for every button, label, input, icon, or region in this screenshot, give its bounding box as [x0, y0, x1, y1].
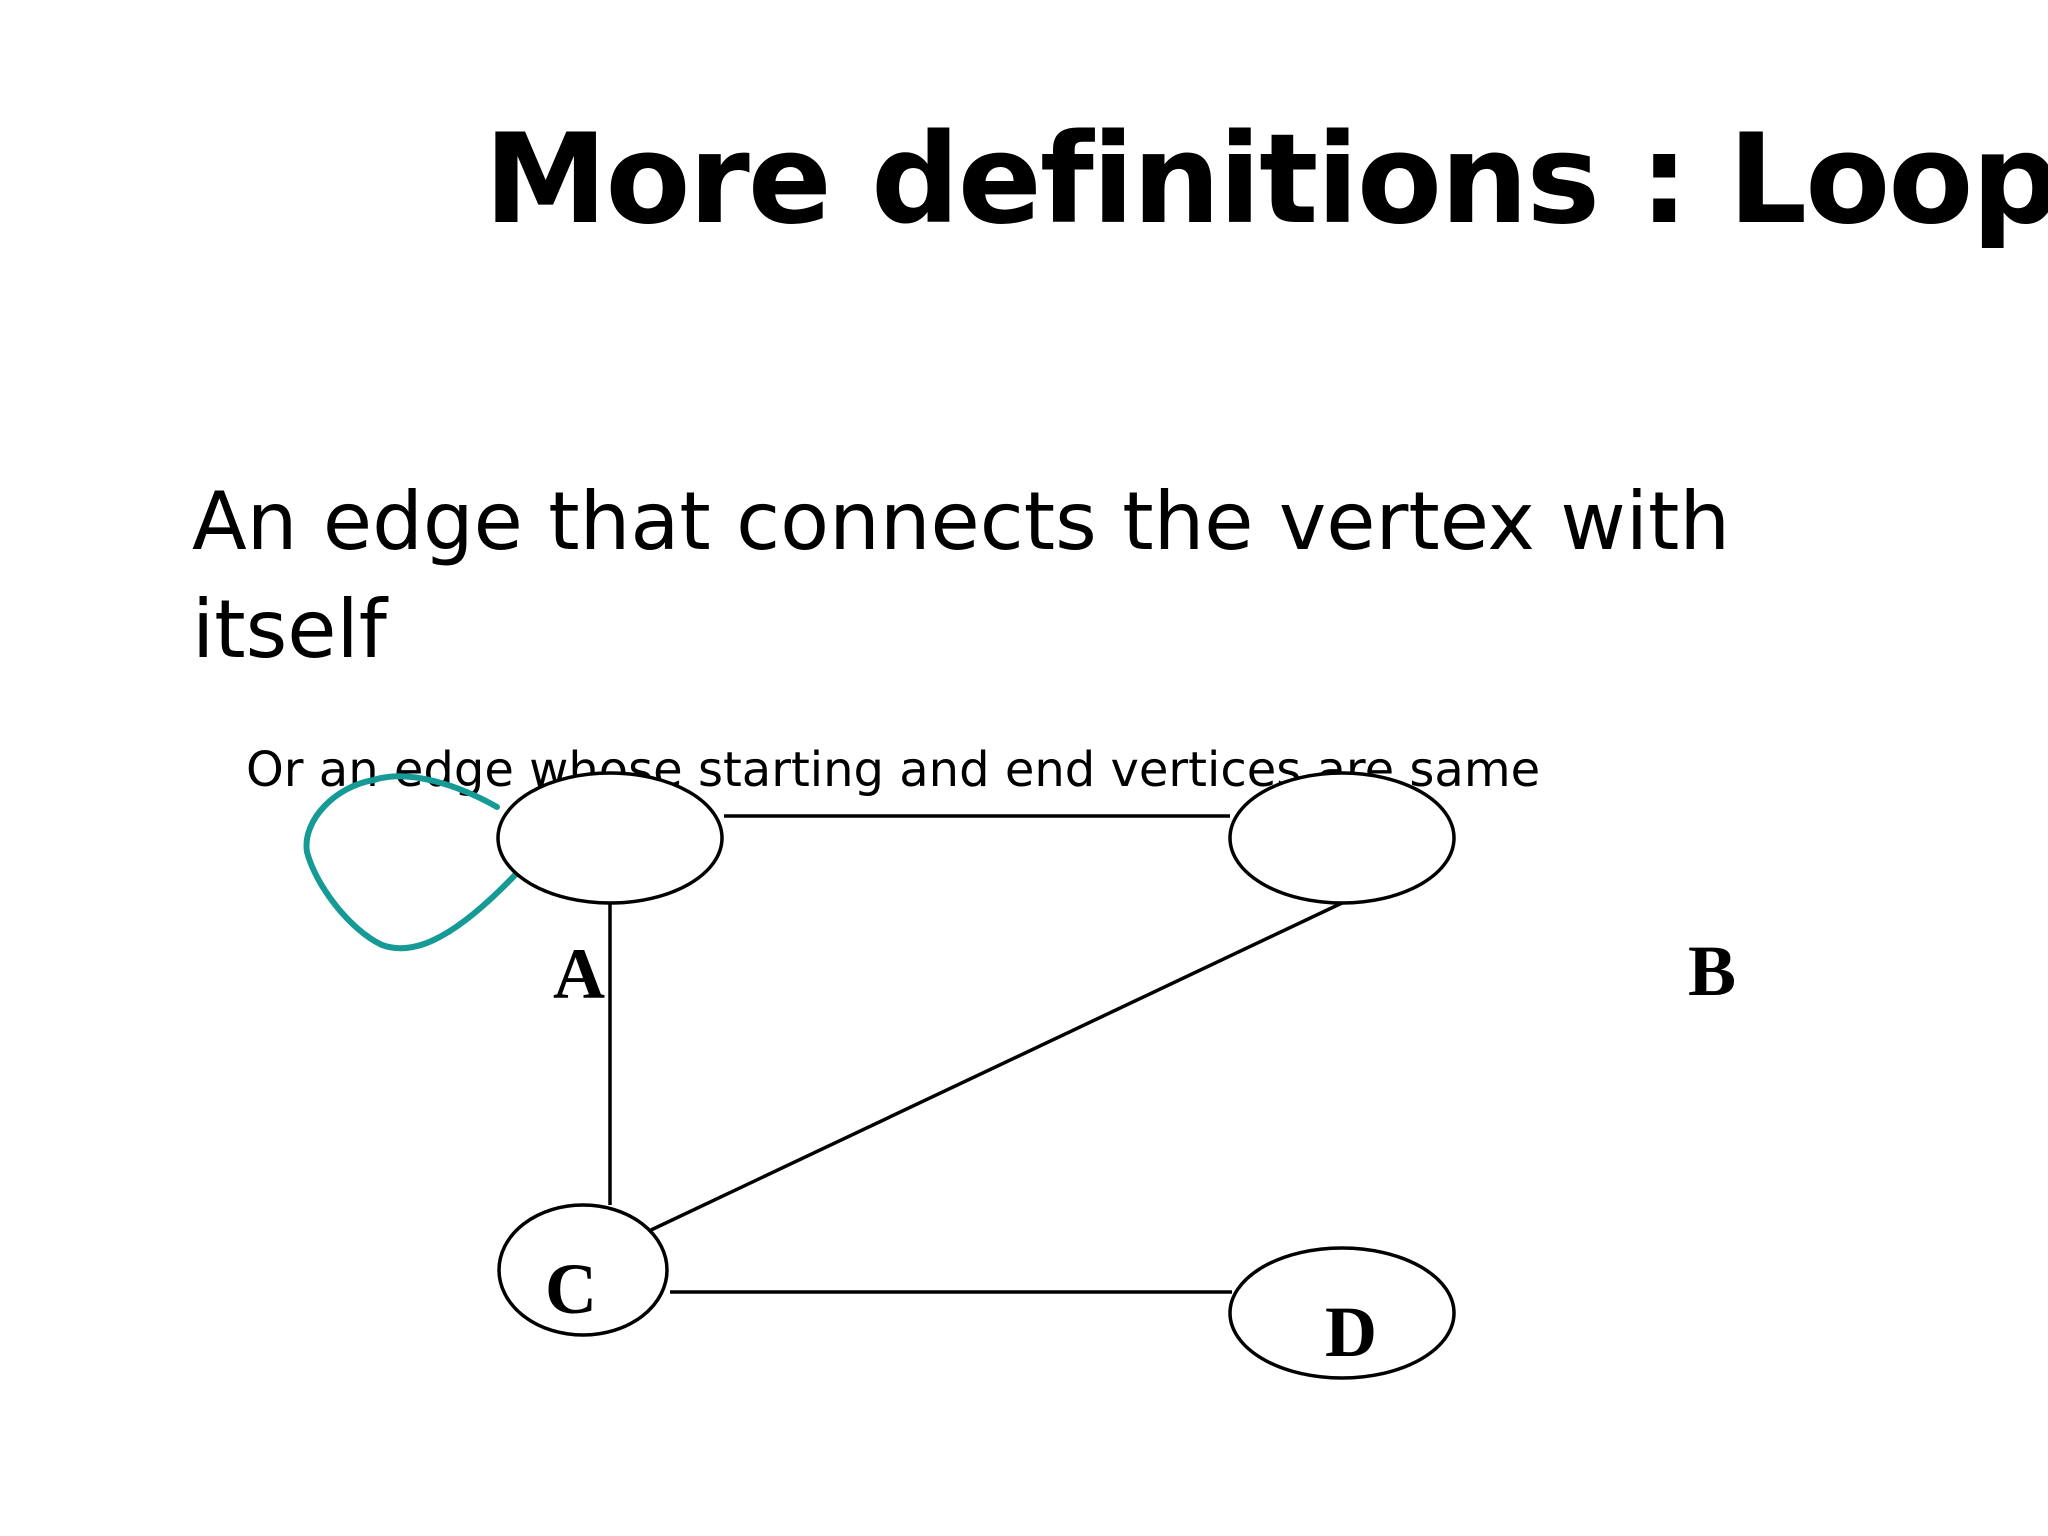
- definition-text: An edge that connects the vertex with it…: [192, 475, 1731, 676]
- vertex-a: [496, 771, 724, 905]
- vertex-label-c: C: [545, 1249, 597, 1329]
- edge-b-c: [650, 901, 1343, 1232]
- vertex-label-d: D: [1325, 1292, 1377, 1372]
- vertex-d: [1228, 1246, 1456, 1380]
- vertex-label-b: B: [1688, 931, 1736, 1011]
- vertex-b: [1228, 771, 1456, 905]
- vertex-c: [497, 1203, 669, 1337]
- loop-edge-a: [303, 773, 519, 952]
- vertex-label-a: A: [553, 934, 605, 1014]
- slide-title: More definitions : Loop: [484, 108, 2048, 252]
